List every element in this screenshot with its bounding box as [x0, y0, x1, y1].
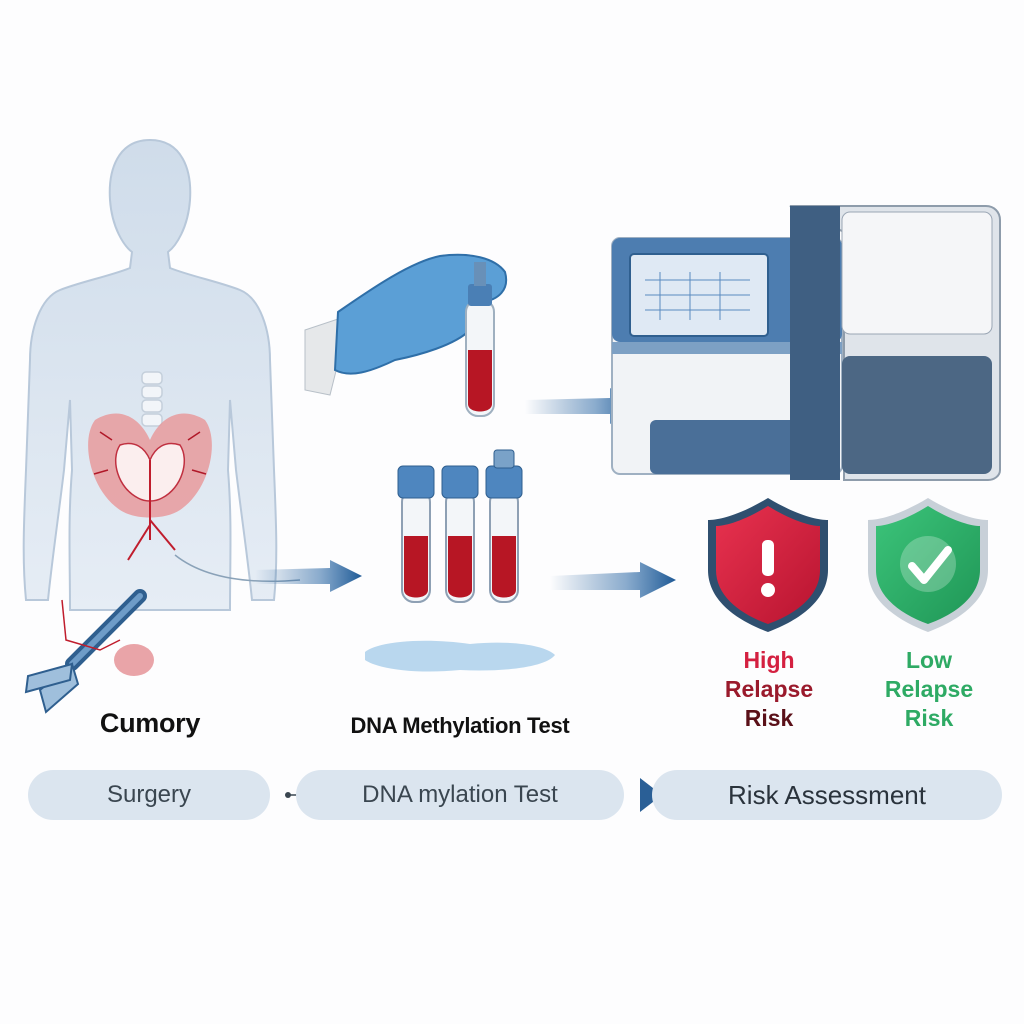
- human-body-icon: [22, 138, 278, 611]
- low-risk-line3: Risk: [904, 705, 954, 731]
- blood-tube-icon: [441, 465, 479, 603]
- sequencer-machine-icon: [611, 205, 1001, 481]
- surgery-caption: Cumory: [99, 708, 201, 738]
- high-risk-line2: Relapse: [724, 676, 814, 702]
- blood-tube-icon: [485, 449, 523, 603]
- blood-tube-icon: [465, 262, 495, 417]
- step-label-risk-assessment: Risk Assessment: [728, 779, 926, 810]
- step-pill-dna-test: DNA mylation Test: [296, 770, 624, 820]
- low-risk-line2: Relapse: [884, 676, 974, 702]
- low-risk-label: Low Relapse Risk: [864, 646, 994, 733]
- check-shield-icon: [868, 498, 988, 632]
- high-risk-line1: High: [743, 647, 795, 673]
- arrow-test-to-risk: [550, 562, 676, 598]
- step-arrow-icon: [640, 778, 662, 812]
- surgical-tool-icon: [24, 589, 154, 714]
- high-risk-line3: Risk: [744, 705, 794, 731]
- liquid-spill-icon: [365, 640, 555, 672]
- step-label-dna-test: DNA mylation Test: [362, 781, 558, 808]
- high-risk-label: High Relapse Risk: [704, 646, 834, 733]
- arrow-surgery-to-test: [174, 554, 362, 592]
- step-pill-surgery: Surgery: [28, 770, 270, 820]
- low-risk-line1: Low: [906, 647, 952, 673]
- warning-shield-icon: [708, 498, 828, 632]
- blood-tube-icon: [397, 465, 435, 603]
- step-pill-risk-assessment: Risk Assessment: [652, 770, 1002, 820]
- gloved-hand-icon: [304, 253, 508, 396]
- step-label-surgery: Surgery: [106, 781, 192, 808]
- test-caption: DNA Methylation Test: [350, 713, 570, 738]
